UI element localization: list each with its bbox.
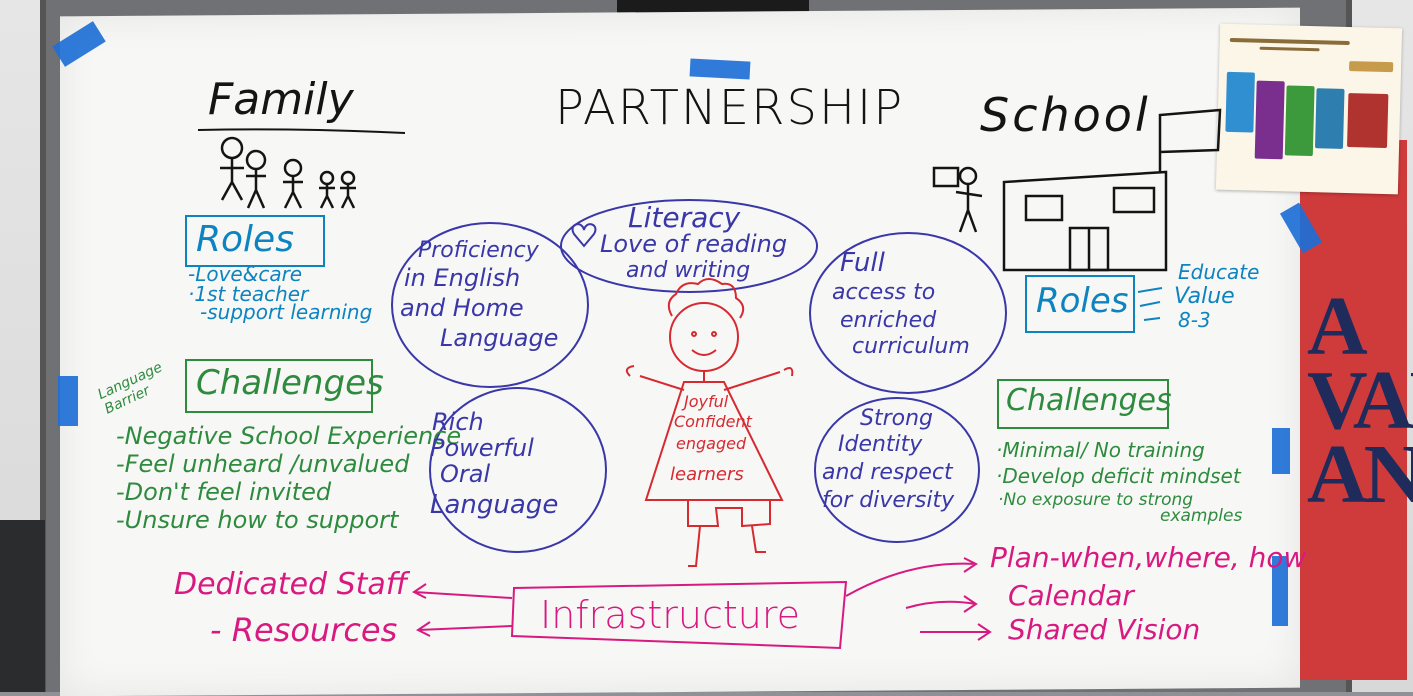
oral-language-bubble	[429, 387, 607, 553]
poster-letters: AVALAN	[1307, 280, 1413, 521]
proficiency-line-2: in English	[404, 264, 521, 292]
proficiency-line-1: Proficiency	[418, 238, 539, 263]
curriculum-line-2: access to	[832, 280, 936, 305]
red-poster: AVALAN	[1297, 140, 1413, 680]
identity-line-2: Identity	[838, 432, 923, 457]
school-challenge-1: ·Minimal/ No training	[996, 438, 1205, 462]
infrastructure-label: Infrastructure	[540, 593, 801, 637]
family-roles-box	[185, 215, 325, 267]
tape-left	[58, 376, 78, 426]
oral-line-4: Language	[430, 490, 559, 520]
proficiency-line-3: and Home	[400, 294, 524, 322]
literacy-line-2: Love of reading	[600, 230, 788, 258]
school-role-1: Educate	[1178, 260, 1260, 284]
tape-right-bottom	[1272, 556, 1288, 626]
curriculum-line-4: curriculum	[852, 334, 970, 359]
school-role-3: 8-3	[1178, 308, 1211, 332]
school-challenges-label: Challenges	[1006, 383, 1172, 418]
family-challenge-2: -Feel unheard /unvalued	[116, 450, 410, 478]
proficiency-line-4: Language	[440, 324, 559, 352]
teacher-stick-figure	[932, 166, 983, 233]
dedicated-staff-text: Dedicated Staff	[174, 567, 408, 602]
school-challenge-4: examples	[1160, 506, 1243, 526]
family-challenge-1: -Negative School Experience	[116, 422, 462, 450]
oral-line-3: Oral	[440, 460, 491, 488]
family-challenges-label: Challenges	[196, 363, 384, 403]
family-stick-figures	[220, 136, 356, 209]
family-role-2: ·1st teacher	[188, 282, 309, 306]
school-roles-label: Roles	[1036, 281, 1129, 321]
resources-text: - Resources	[210, 611, 398, 649]
family-heading: Family	[208, 74, 354, 125]
curriculum-line-1: Full	[840, 248, 885, 278]
family-challenge-3: -Don't feel invited	[116, 478, 332, 506]
literacy-bubble	[560, 199, 818, 293]
literacy-title: Literacy	[628, 201, 741, 234]
tape-right-mid	[1272, 428, 1290, 474]
family-challenges-box	[185, 359, 373, 413]
family-roles-label: Roles	[196, 219, 294, 260]
learner-figure	[625, 278, 794, 567]
family-role-3: -support learning	[200, 300, 373, 324]
family-challenge-4: -Unsure how to support	[116, 506, 399, 534]
shared-vision-text: Shared Vision	[1008, 613, 1201, 646]
curriculum-bubble	[809, 232, 1007, 394]
infrastructure-box	[510, 580, 848, 650]
school-role-2: Value	[1174, 284, 1235, 309]
family-underline	[197, 128, 406, 134]
school-roles-lines	[1137, 287, 1163, 321]
learner-line-4: learners	[670, 464, 744, 485]
school-challenge-2: ·Develop deficit mindset	[996, 464, 1241, 488]
heart-icon	[571, 223, 597, 248]
family-role-1: -Love&care	[188, 262, 303, 286]
identity-line-1: Strong	[860, 406, 934, 431]
school-challenge-3: ·No exposure to strong	[998, 490, 1194, 510]
identity-line-3: and respect	[822, 460, 953, 485]
calendar-text: Calendar	[1008, 579, 1134, 612]
infrastructure-arrows	[412, 557, 992, 641]
oral-line-2: Powerful	[430, 434, 534, 462]
proficiency-bubble	[391, 222, 589, 388]
learner-line-3: engaged	[676, 434, 747, 453]
partnership-heading: PARTNERSHIP	[555, 80, 905, 136]
left-shadow	[0, 520, 45, 692]
learner-line-1: Joyful	[684, 392, 729, 411]
school-building	[1002, 108, 1222, 272]
plan-text: Plan-when,where, how	[990, 541, 1307, 574]
literacy-line-3: and writing	[626, 258, 751, 283]
identity-bubble	[814, 397, 980, 543]
school-roles-box	[1025, 275, 1135, 333]
school-heading: School	[980, 88, 1151, 142]
identity-line-4: for diversity	[822, 488, 955, 513]
school-challenges-box	[997, 379, 1169, 429]
oral-line-1: Rich	[432, 408, 484, 436]
learner-line-2: Confident	[674, 412, 752, 431]
curriculum-line-3: enriched	[840, 308, 937, 333]
